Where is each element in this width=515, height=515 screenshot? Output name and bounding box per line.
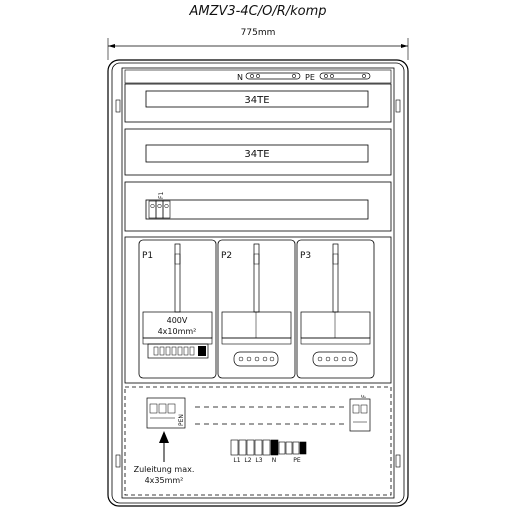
meter-panel-p2: P2 bbox=[217, 239, 296, 379]
terminal-l1-label: L1 bbox=[233, 457, 240, 464]
din-row-2: 34TE bbox=[124, 128, 392, 176]
din-row-1-label: 34TE bbox=[244, 95, 269, 106]
main-switch-pen: PEN bbox=[146, 397, 186, 429]
din-row-3: F1 bbox=[124, 181, 392, 232]
width-dimension: 775mm bbox=[107, 28, 409, 60]
panel-p1-terminal-block bbox=[147, 343, 209, 359]
pen-label: PEN bbox=[178, 414, 185, 426]
meter-panel-p1: P1 400V 4x10mm² bbox=[138, 239, 217, 379]
terminal-l3-label: L3 bbox=[255, 457, 262, 464]
panel-p1-label: P1 bbox=[142, 251, 153, 261]
terminal-l2-label: L2 bbox=[244, 457, 251, 464]
terminal-n-label: N bbox=[272, 457, 277, 464]
supply-cable-line1: Zuleitung max. bbox=[134, 465, 195, 474]
panel-p1-voltage: 400V bbox=[167, 316, 188, 325]
supply-terminals: L1 L2 L3 N PE bbox=[230, 439, 307, 464]
panel-p2-label: P2 bbox=[221, 251, 232, 261]
main-fuse-f1: F1 bbox=[148, 192, 171, 219]
right-fuse: F bbox=[349, 394, 371, 432]
meter-panel-p3: P3 bbox=[296, 239, 375, 379]
terminal-pe-label: PE bbox=[293, 457, 301, 464]
din-row-2-label: 34TE bbox=[244, 149, 269, 160]
din-row-1: 34TE bbox=[124, 83, 392, 123]
panel-p2-terminal-block bbox=[233, 351, 279, 367]
supply-section: PEN F L1 L2 L3 N P bbox=[124, 386, 392, 496]
cabinet-frame bbox=[107, 59, 409, 507]
pe-busbar bbox=[319, 72, 371, 80]
n-busbar bbox=[245, 72, 301, 80]
meter-section bbox=[124, 236, 392, 384]
right-fuse-label: F bbox=[361, 394, 368, 398]
width-label: 775mm bbox=[241, 28, 276, 38]
panel-p1-cable: 4x10mm² bbox=[158, 327, 197, 336]
supply-arrow bbox=[159, 431, 169, 462]
n-bar-label: N bbox=[237, 73, 243, 82]
top-busbar-rail: N PE bbox=[124, 69, 392, 84]
panel-p3-terminal-block bbox=[312, 351, 358, 367]
pe-bar-label: PE bbox=[305, 73, 315, 82]
supply-cable-line2: 4x35mm² bbox=[145, 476, 184, 485]
fuse-f1-label: F1 bbox=[158, 192, 165, 199]
diagram-title: AMZV3-4C/O/R/komp bbox=[188, 4, 326, 19]
panel-p3-label: P3 bbox=[300, 251, 311, 261]
